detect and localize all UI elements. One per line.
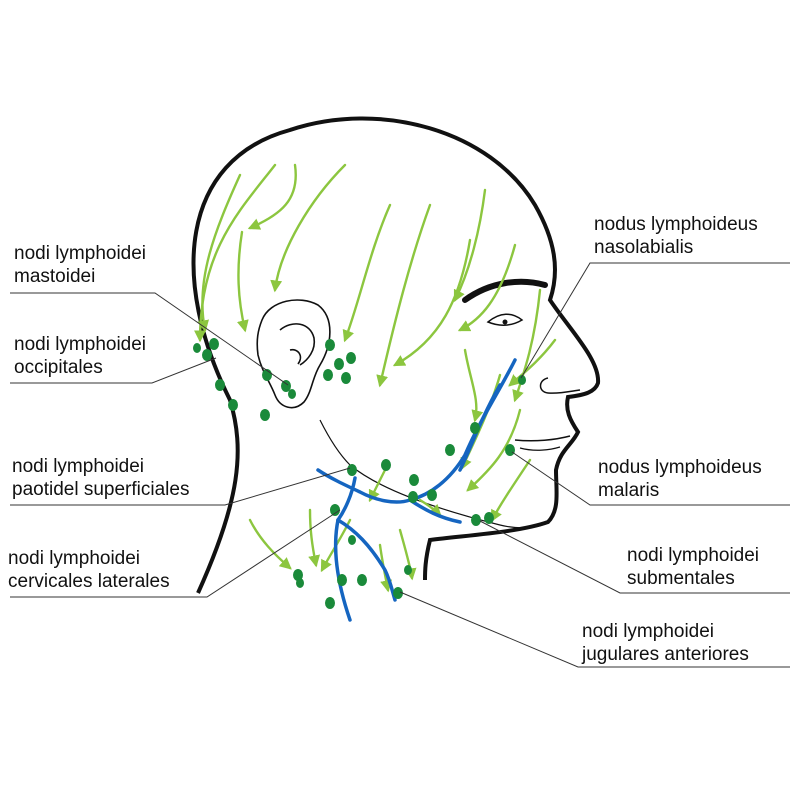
lymph-nodes [193,338,526,609]
label-occipitales-line2: occipitales [14,357,103,378]
leader-submentales [479,520,790,594]
label-nodi-occipitales: nodi lymphoidei occipitales [14,333,146,379]
mouth [514,435,571,442]
label-occipitales-line1: nodi lymphoidei [14,334,147,355]
leader-lines [10,262,790,668]
label-nodi-submentales: nodi lymphoidei submentales [627,544,759,590]
leader-occipitales [10,357,217,384]
label-nasolabialis-line1: nodus lymphoideus [594,214,758,235]
label-mastoidei-line1: nodi lymphoidei [14,243,147,264]
label-submentales-line2: submentales [627,568,735,589]
label-nodus-malaris: nodus lymphoideus malaris [598,456,762,502]
label-cervicales-line2: cervicales laterales [8,571,170,592]
eye [486,313,524,326]
ear [256,299,331,409]
label-submentales-line1: nodi lymphoidei [627,545,760,566]
label-malaris-line1: nodus lymphoideus [598,457,762,478]
label-parotidei-line1: nodi lymphoidei [12,456,145,477]
label-jugulares-line1: nodi lymphoidei [582,621,715,642]
lymph-vessels [194,163,557,593]
eyebrow [462,278,548,303]
leader-parotidei [10,467,351,506]
label-nodi-cervicales: nodi lymphoidei cervicales laterales [8,547,170,593]
label-nodi-jugulares: nodi lymphoidei jugulares anteriores [582,620,749,666]
label-cervicales-line1: nodi lymphoidei [8,548,141,569]
veins [316,358,517,622]
leader-jugulares [399,591,790,668]
head-outline [191,116,601,594]
leader-cervicales [10,509,341,598]
leader-mastoidei [10,292,289,386]
label-nodus-nasolabialis: nodus lymphoideus nasolabialis [594,213,758,259]
label-parotidei-line2: paotidel superficiales [12,479,190,500]
label-jugulares-line2: jugulares anteriores [582,644,749,665]
label-nasolabialis-line2: nasolabialis [594,237,694,258]
label-nodi-parotidei: nodi lymphoidei paotidel superficiales [12,455,189,501]
nostril [539,377,581,394]
label-malaris-line2: malaris [598,480,660,501]
leader-malaris [511,451,790,506]
leader-nasolabialis [520,262,790,379]
label-mastoidei-line2: mastoidei [14,266,96,287]
label-nodi-mastoidei: nodi lymphoidei mastoidei [14,242,146,288]
